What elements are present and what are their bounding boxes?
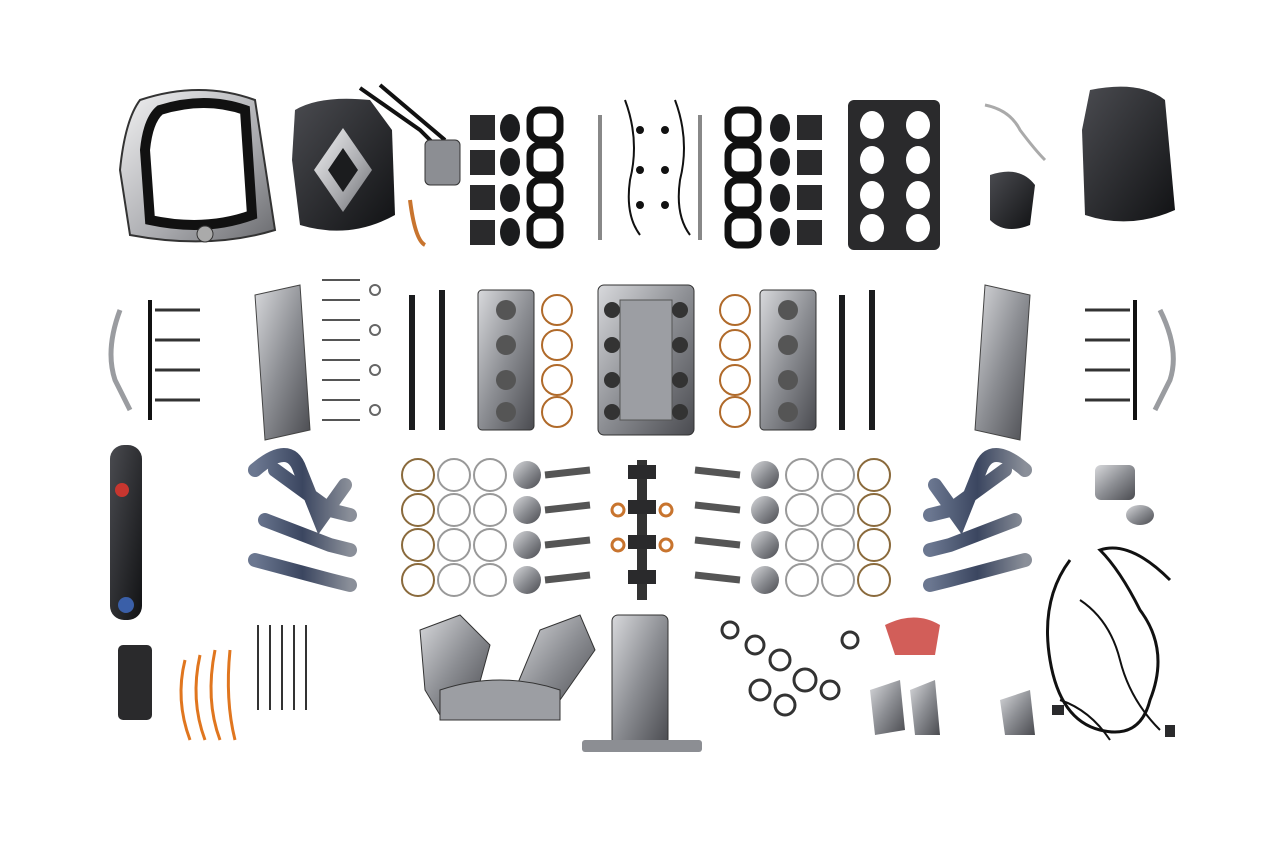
oil-tank-assembly	[984, 103, 1047, 229]
renault-valve-cover	[292, 98, 395, 231]
bellhousing-cover	[118, 89, 277, 243]
cam-cover-right	[974, 284, 1031, 441]
valves-and-springs-left	[322, 279, 381, 421]
intake-trumpets-right	[724, 106, 822, 249]
cylinder-head-left	[477, 289, 535, 431]
timing-gears	[720, 620, 860, 717]
exhaust-manifold-right	[923, 448, 1032, 592]
cylinder-head-right	[759, 289, 817, 431]
pistons-right	[751, 461, 779, 594]
connecting-rods-left	[544, 466, 591, 584]
pistons-left	[513, 461, 541, 594]
throttle-actuator-assembly	[358, 83, 461, 247]
cylinder-liners-left	[541, 294, 573, 428]
spark-plug-leads	[179, 649, 237, 741]
intake-trumpets-left	[470, 106, 564, 249]
renault-diamond-logo	[314, 128, 372, 212]
ignition-coil-rail-right	[1085, 300, 1176, 420]
oil-tank	[110, 445, 142, 620]
cam-cover-left	[254, 284, 311, 441]
oil-pump-housings	[870, 617, 1035, 735]
crankshaft	[610, 460, 674, 600]
piston-rings-right	[785, 458, 891, 597]
v8-engine-block	[597, 284, 695, 436]
alternator	[118, 645, 152, 720]
sump-oil-pan	[582, 614, 702, 752]
piston-rings-left	[401, 458, 507, 597]
connecting-rods-right	[694, 466, 741, 584]
fuel-rail-and-injectors	[598, 99, 702, 240]
bolts-and-fasteners	[257, 625, 307, 710]
timing-covers	[419, 614, 596, 721]
wiring-harness	[1046, 546, 1175, 741]
camshafts-right	[839, 290, 875, 430]
camshafts-left	[409, 290, 445, 430]
cylinder-liners-right	[719, 294, 751, 428]
airbox-lid	[1082, 86, 1175, 222]
airbox-plate	[848, 100, 940, 250]
exhaust-manifold-left	[248, 448, 357, 592]
ignition-coil-rail-left	[108, 300, 200, 420]
water-pump-and-sensors	[1095, 465, 1154, 525]
